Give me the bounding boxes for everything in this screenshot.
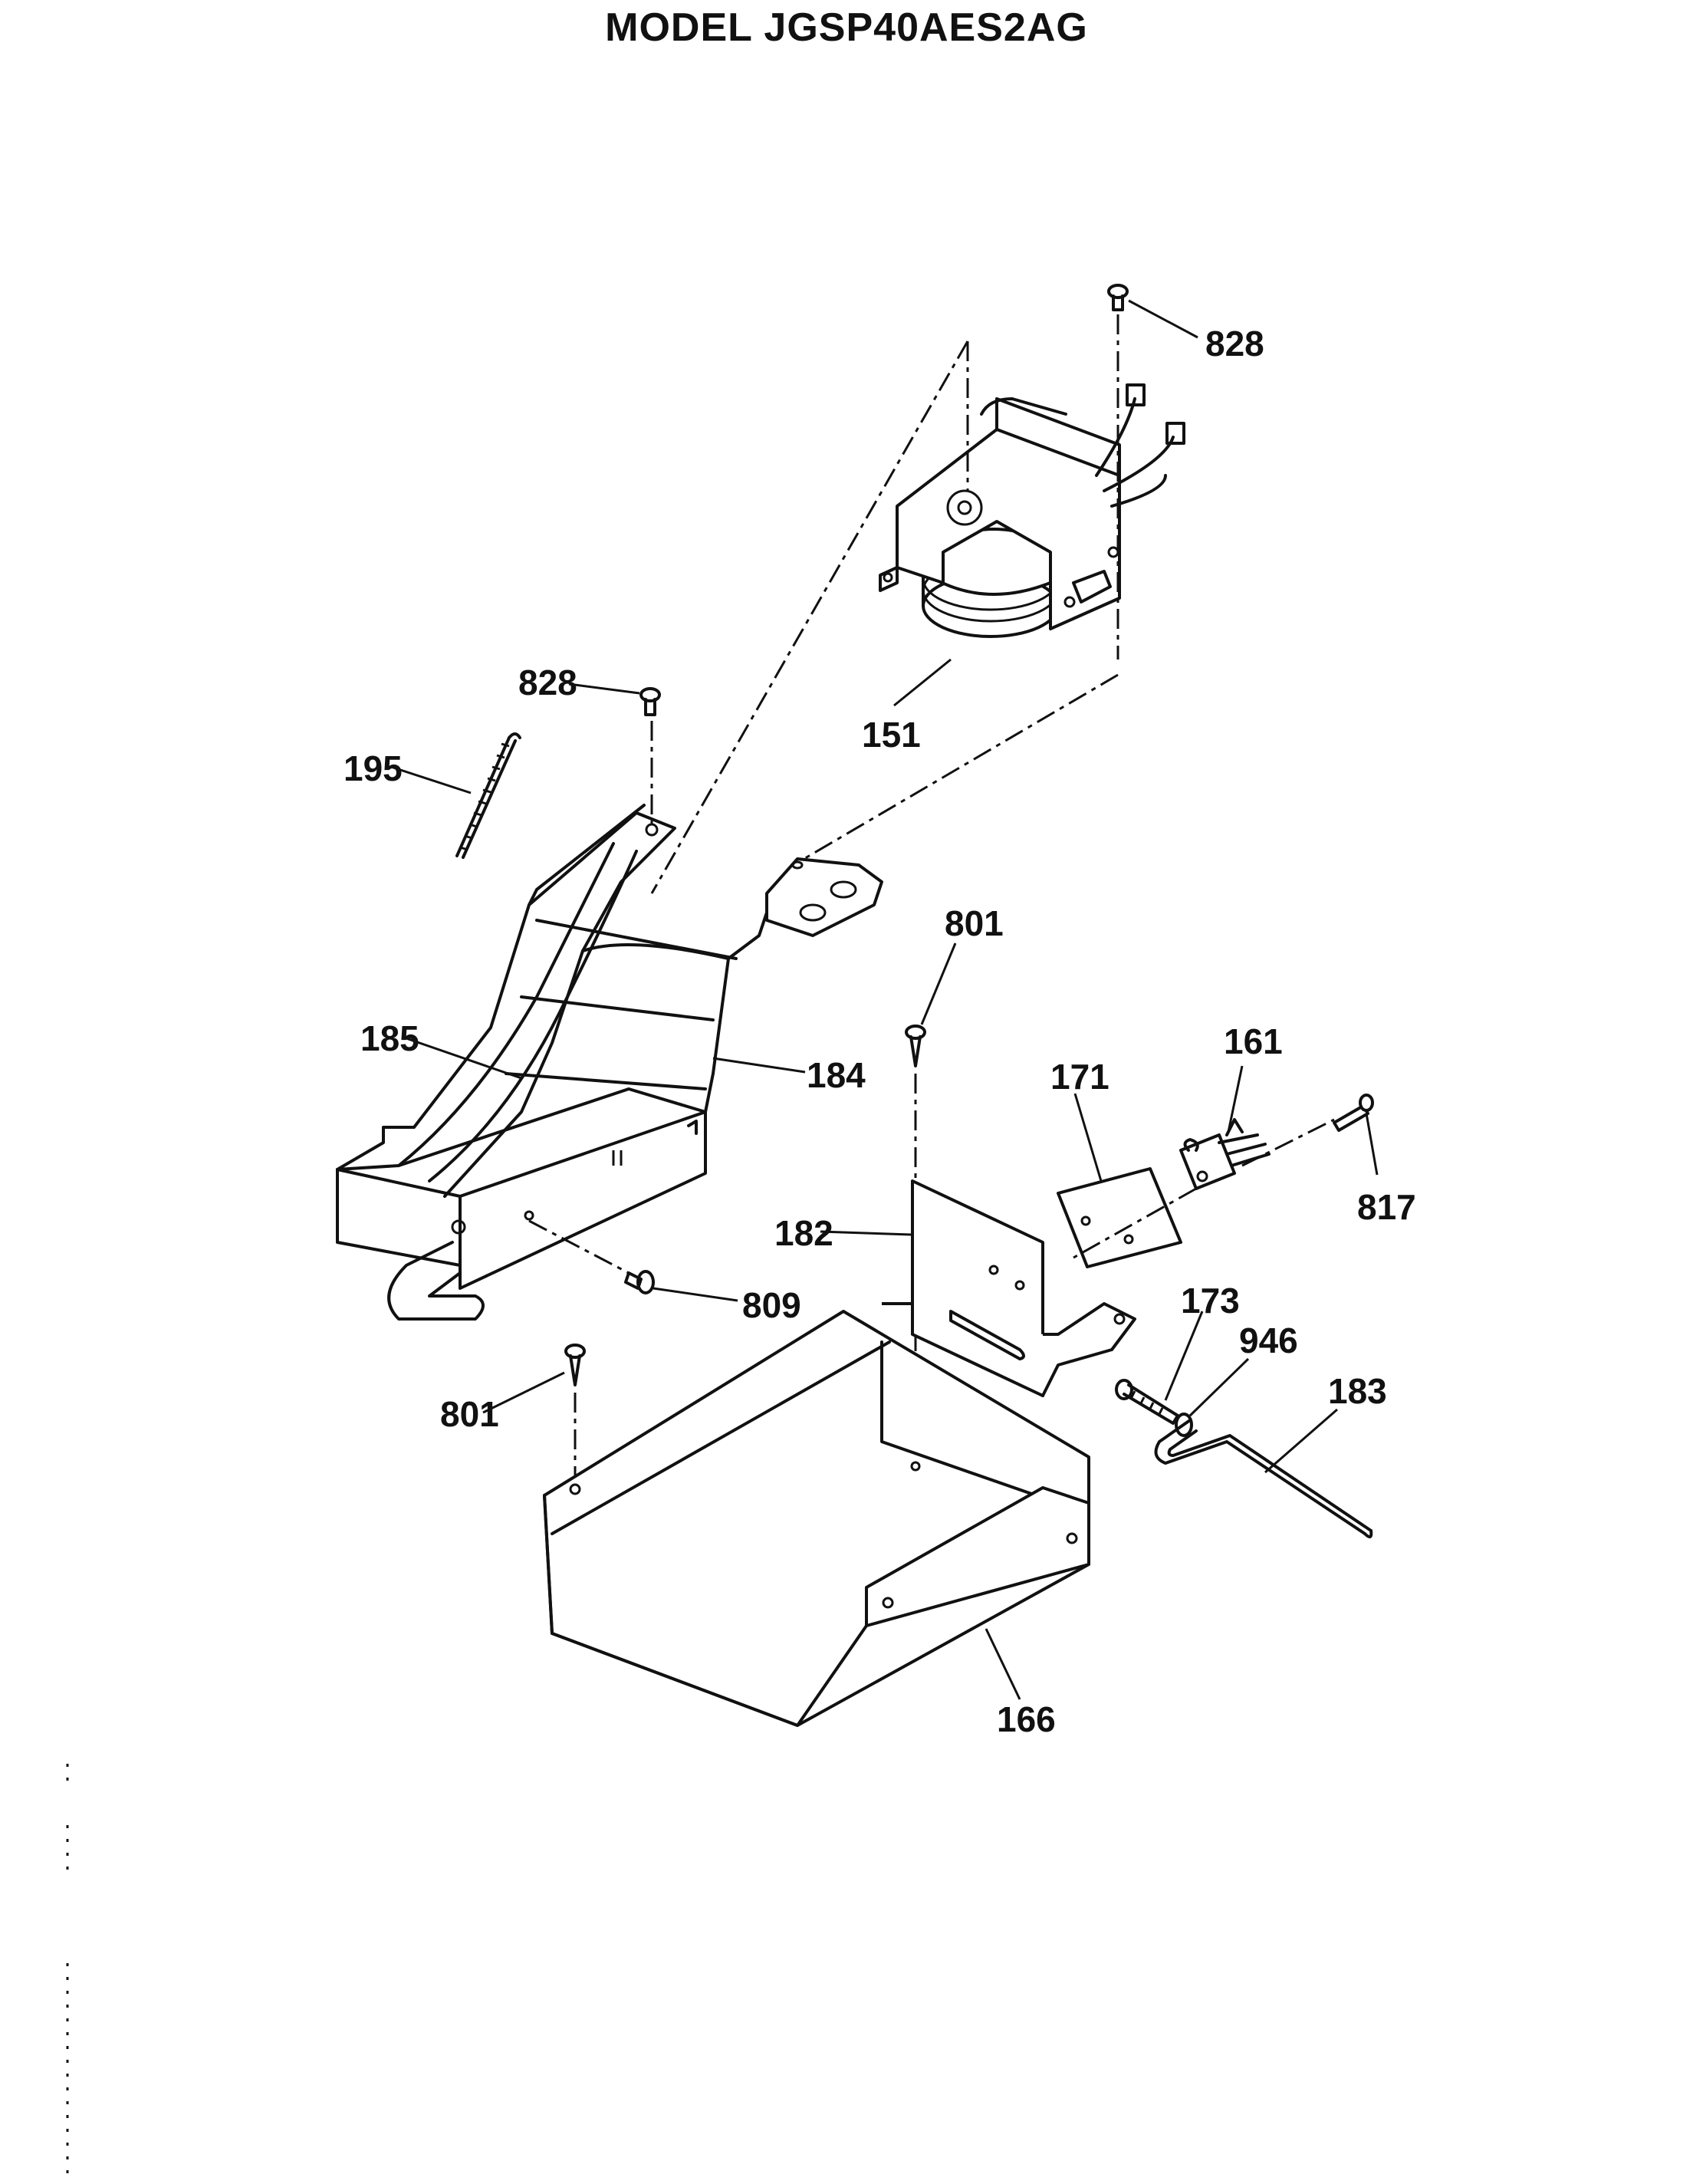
leader-801-lower	[482, 1371, 565, 1414]
part-label-817: 817	[1357, 1187, 1416, 1227]
screw-801-lower-drawing	[564, 1344, 586, 1488]
leader-828-top	[1128, 299, 1198, 339]
part-label-801: 801	[440, 1394, 499, 1434]
part-label-828: 828	[518, 663, 577, 702]
screw-809-drawing	[528, 1219, 655, 1294]
spring-195-drawing	[455, 732, 521, 859]
screw-828-left-drawing	[639, 687, 661, 716]
part-label-185: 185	[360, 1018, 419, 1058]
part-label-195: 195	[344, 748, 403, 788]
part-label-946: 946	[1239, 1321, 1298, 1360]
leader-809	[653, 1287, 738, 1302]
leader-171	[1073, 1093, 1103, 1182]
leader-828-left	[568, 682, 640, 695]
part-label-183: 183	[1328, 1371, 1387, 1411]
part-label-151: 151	[862, 715, 921, 755]
part-label-173: 173	[1181, 1281, 1240, 1321]
diagram-title: MODEL JGSP40AES2AG	[605, 5, 1088, 50]
leader-161	[1227, 1065, 1244, 1133]
screw-173-drawing	[1115, 1379, 1179, 1425]
screw-817-drawing	[1333, 1094, 1374, 1132]
leader-183	[1264, 1408, 1338, 1474]
leader-946	[1188, 1357, 1250, 1417]
part-label-161: 161	[1224, 1021, 1283, 1061]
leader-166	[985, 1628, 1021, 1700]
leader-195	[390, 765, 472, 794]
part-label-182: 182	[774, 1213, 833, 1253]
part-label-166: 166	[997, 1699, 1056, 1739]
part-label-801: 801	[945, 903, 1004, 943]
leader-182	[820, 1230, 912, 1236]
part-label-184: 184	[807, 1055, 866, 1095]
part-label-828: 828	[1205, 324, 1264, 363]
assembly-line	[797, 673, 1119, 864]
motor-assembly-drawing	[879, 383, 1185, 638]
part-label-171: 171	[1050, 1057, 1109, 1097]
leader-173	[1164, 1311, 1204, 1401]
plate-182-drawing	[882, 1179, 1136, 1397]
leader-151	[893, 658, 952, 707]
bracket-assembly-drawing	[336, 804, 883, 1321]
plate-171-drawing	[1057, 1167, 1182, 1268]
assembly-line	[650, 340, 969, 894]
switch-161-drawing	[1073, 1118, 1335, 1259]
pan-166-drawing	[543, 1310, 1090, 1727]
leader-817	[1365, 1113, 1379, 1176]
leader-184	[712, 1057, 806, 1074]
leader-801-upper	[920, 942, 957, 1025]
screw-828-top-drawing	[1107, 284, 1129, 311]
rod-183-drawing	[1154, 1419, 1373, 1539]
leader-185	[401, 1035, 522, 1080]
part-label-809: 809	[742, 1285, 801, 1325]
